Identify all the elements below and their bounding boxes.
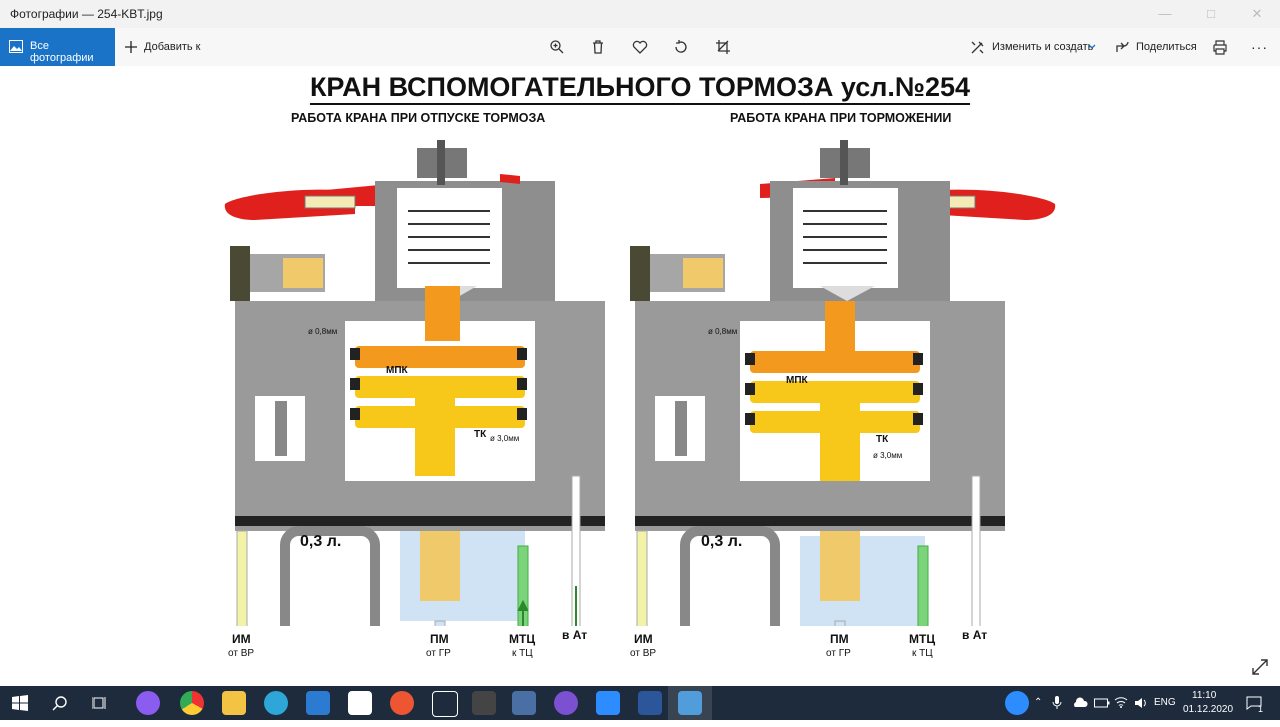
chevron-down-icon <box>1088 44 1096 49</box>
help-icon[interactable] <box>1005 691 1029 715</box>
heart-icon[interactable] <box>632 39 648 55</box>
left-mtc-label: МТЦ <box>509 632 536 646</box>
file-explorer-icon[interactable] <box>222 691 246 715</box>
yandex-app-icon[interactable] <box>390 691 414 715</box>
all-photos-label: Все фотографии <box>30 40 94 64</box>
left-im-sub: от ВР <box>228 648 255 659</box>
search-icon[interactable] <box>52 695 68 711</box>
valve-diagram-release <box>224 140 605 626</box>
language-indicator[interactable]: ENG <box>1154 697 1176 708</box>
microphone-icon[interactable] <box>1052 696 1062 710</box>
left-orifice-30: ø 3,0мм <box>490 434 520 443</box>
rotate-icon[interactable] <box>673 39 689 55</box>
maximize-button[interactable]: □ <box>1207 6 1215 21</box>
delete-icon[interactable] <box>590 39 606 55</box>
left-pm-label: ПМ <box>430 632 449 646</box>
left-tk-label: ТК <box>474 429 487 440</box>
right-im-sub: от ВР <box>630 648 657 659</box>
photos-icon <box>9 40 23 53</box>
photo-viewer: КРАН ВСПОМОГАТЕЛЬНОГО ТОРМОЗА усл.№254 Р… <box>0 66 1280 686</box>
title-bar: Фотографии — 254-KBT.jpg — □ ✕ <box>0 0 1280 28</box>
notification-badge: 1 <box>1258 704 1264 714</box>
cloud-icon[interactable] <box>1072 697 1088 708</box>
viber-app-icon[interactable] <box>554 691 578 715</box>
clock-time[interactable]: 11:10 <box>1192 690 1217 701</box>
left-orifice-08: ø 0,8мм <box>308 327 338 336</box>
close-button[interactable]: ✕ <box>1251 6 1263 21</box>
right-im-label: ИМ <box>634 632 653 646</box>
valve-diagram-braking <box>630 140 1056 626</box>
minimize-button[interactable]: — <box>1158 6 1172 21</box>
dropbox-app-icon[interactable] <box>432 691 458 717</box>
notification-icon[interactable] <box>1246 696 1262 710</box>
edit-create-label: Изменить и создать <box>992 41 1094 53</box>
zoom-app-icon[interactable] <box>596 691 620 715</box>
chevron-up-icon[interactable]: ⌃ <box>1034 697 1043 708</box>
right-subtitle: РАБОТА КРАНА ПРИ ТОРМОЖЕНИИ <box>730 111 952 125</box>
more-icon[interactable]: ··· <box>1251 39 1268 55</box>
crop-icon[interactable] <box>715 39 731 55</box>
print-icon[interactable] <box>1212 39 1228 55</box>
left-subtitle: РАБОТА КРАНА ПРИ ОТПУСКЕ ТОРМОЗА <box>291 111 546 125</box>
clock-date[interactable]: 01.12.2020 <box>1183 704 1234 715</box>
right-pm-sub: от ГР <box>826 648 851 659</box>
right-pm-label: ПМ <box>830 632 849 646</box>
amazon-app-icon[interactable] <box>348 691 372 715</box>
task-view-icon[interactable] <box>92 696 108 710</box>
word-app-icon[interactable] <box>638 691 662 715</box>
toolbar: Все фотографии Добавить к Изменить и соз… <box>0 28 1280 66</box>
add-to-label: Добавить к <box>144 41 201 53</box>
taskbar: ⌃ ENG 11:10 01.12.2020 1 <box>0 686 1280 720</box>
left-volume-label: 0,3 л. <box>300 533 342 550</box>
left-mtc-sub: к ТЦ <box>512 648 533 659</box>
battery-icon[interactable] <box>1094 698 1110 708</box>
share-label: Поделиться <box>1136 41 1197 53</box>
edge-app-icon[interactable] <box>264 691 288 715</box>
right-mpk-label: МПК <box>786 375 808 386</box>
photos-app-icon[interactable] <box>678 691 702 715</box>
left-at-label: в Ат <box>562 628 588 642</box>
windows-start-icon[interactable] <box>12 695 28 711</box>
right-orifice-30: ø 3,0мм <box>873 451 903 460</box>
photos-app-active <box>668 686 712 720</box>
right-mtc-sub: к ТЦ <box>912 648 933 659</box>
right-volume-label: 0,3 л. <box>701 533 743 550</box>
fullscreen-icon[interactable] <box>1251 658 1269 676</box>
share-icon <box>1116 41 1129 52</box>
plus-icon <box>125 41 137 53</box>
right-tk-label: ТК <box>876 434 889 445</box>
winamp-app-icon[interactable] <box>472 691 496 715</box>
wifi-icon[interactable] <box>1114 696 1128 708</box>
diagram-title: КРАН ВСПОМОГАТЕЛЬНОГО ТОРМОЗА усл.№254 <box>0 72 1280 105</box>
right-orifice-08: ø 0,8мм <box>708 327 738 336</box>
chrome-app-icon[interactable] <box>180 691 204 715</box>
left-im-label: ИМ <box>232 632 251 646</box>
right-at-label: в Ат <box>962 628 988 642</box>
left-pm-sub: от ГР <box>426 648 451 659</box>
right-mtc-label: МТЦ <box>909 632 936 646</box>
all-photos-button[interactable]: Все фотографии <box>0 28 115 66</box>
mail-app-icon[interactable] <box>306 691 330 715</box>
volume-icon[interactable] <box>1134 697 1148 709</box>
zoom-icon[interactable] <box>549 39 565 55</box>
window-title: Фотографии — 254-KBT.jpg <box>10 7 163 21</box>
alice-app-icon[interactable] <box>136 691 160 715</box>
edit-icon <box>971 41 984 54</box>
calculator-app-icon[interactable] <box>512 691 536 715</box>
left-mpk-label: МПК <box>386 365 408 376</box>
